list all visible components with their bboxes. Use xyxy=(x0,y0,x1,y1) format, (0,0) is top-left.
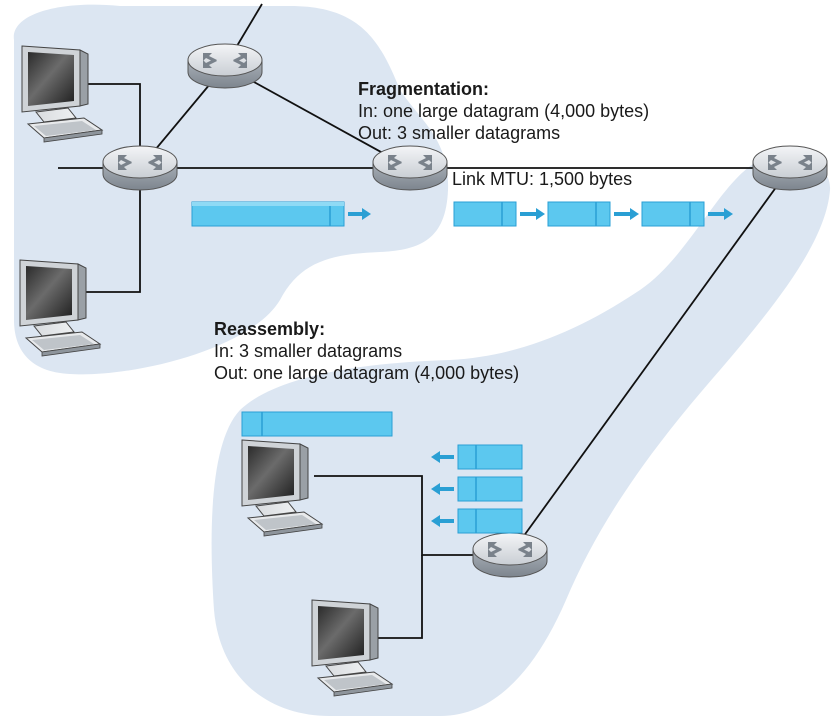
reassembled-datagram xyxy=(241,411,393,437)
right-network-cloud xyxy=(211,157,831,717)
large-datagram-in xyxy=(191,201,345,227)
router-fragmenting-icon xyxy=(372,145,448,191)
arrow-left-icon xyxy=(431,483,454,495)
router-bottom-icon xyxy=(472,532,548,578)
reassembly-heading: Reassembly: xyxy=(214,319,326,339)
arrow-left-icon xyxy=(431,451,454,463)
fragmentation-heading: Fragmentation: xyxy=(358,79,490,99)
fragment-3 xyxy=(641,201,705,227)
reassembly-out-text: Out: one large datagram (4,000 bytes) xyxy=(214,363,520,383)
link-mtu-label: Link MTU: 1,500 bytes xyxy=(452,169,633,189)
incoming-fragment-3 xyxy=(457,508,523,534)
arrow-left-icon xyxy=(431,515,454,527)
router-right-icon xyxy=(752,145,828,191)
router-left-icon xyxy=(102,145,178,191)
fragment-2 xyxy=(547,201,611,227)
arrow-right-icon xyxy=(520,208,545,220)
incoming-fragment-1 xyxy=(457,444,523,470)
fragment-1 xyxy=(453,201,517,227)
arrow-right-icon xyxy=(614,208,639,220)
arrow-right-icon xyxy=(708,208,733,220)
incoming-fragment-2 xyxy=(457,476,523,502)
reassembly-in-text: In: 3 smaller datagrams xyxy=(214,341,403,361)
arrow-right-icon xyxy=(348,208,371,220)
left-network-cloud xyxy=(13,4,449,375)
fragmentation-out-text: Out: 3 smaller datagrams xyxy=(358,123,561,143)
fragmentation-in-text: In: one large datagram (4,000 bytes) xyxy=(358,101,650,121)
router-top-icon xyxy=(187,43,263,89)
